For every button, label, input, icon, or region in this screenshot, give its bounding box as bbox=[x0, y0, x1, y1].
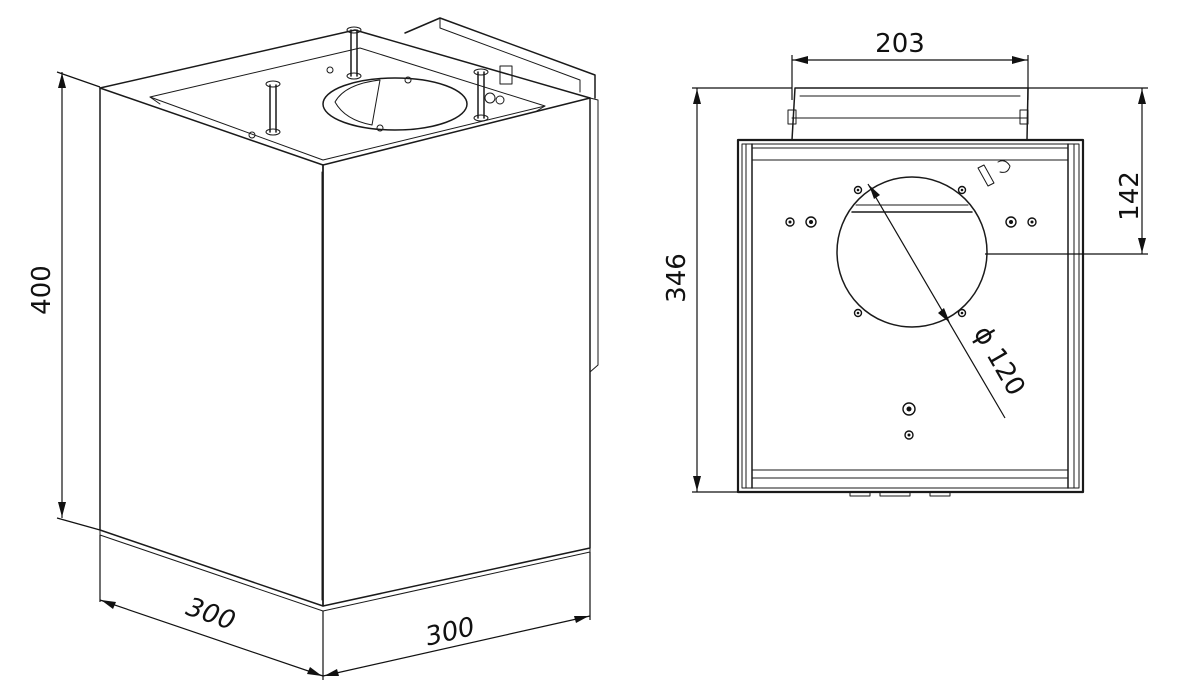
duct-opening bbox=[322, 77, 468, 131]
label-depth-300: 300 bbox=[182, 592, 239, 637]
label-203: 203 bbox=[875, 29, 925, 59]
top-bracket bbox=[787, 87, 1029, 141]
dim-depth-300: 300 bbox=[99, 535, 324, 680]
front-plate-view: 203 346 142 ϕ 120 bbox=[662, 29, 1148, 497]
dim-width-300: 300 bbox=[322, 552, 591, 677]
label-346: 346 bbox=[662, 253, 692, 303]
mounting-rods bbox=[248, 26, 505, 139]
back-bracket bbox=[404, 17, 596, 99]
label-height-400: 400 bbox=[27, 265, 57, 315]
screws bbox=[785, 185, 1037, 440]
left-face bbox=[99, 87, 324, 607]
right-face bbox=[322, 97, 591, 607]
label-142: 142 bbox=[1115, 171, 1145, 221]
label-diameter-120: ϕ 120 bbox=[967, 321, 1031, 401]
dim-bracket-142: 142 bbox=[985, 87, 1148, 255]
top-rim-inner bbox=[149, 47, 546, 161]
dim-height-346: 346 bbox=[662, 87, 792, 493]
duct-circle bbox=[836, 176, 988, 328]
isometric-hood-view: 400 300 300 bbox=[27, 17, 599, 680]
top-rim-back bbox=[99, 29, 591, 99]
label-width-300: 300 bbox=[423, 612, 478, 652]
dim-height-400: 400 bbox=[27, 71, 101, 531]
dim-top-203: 203 bbox=[791, 29, 1029, 100]
